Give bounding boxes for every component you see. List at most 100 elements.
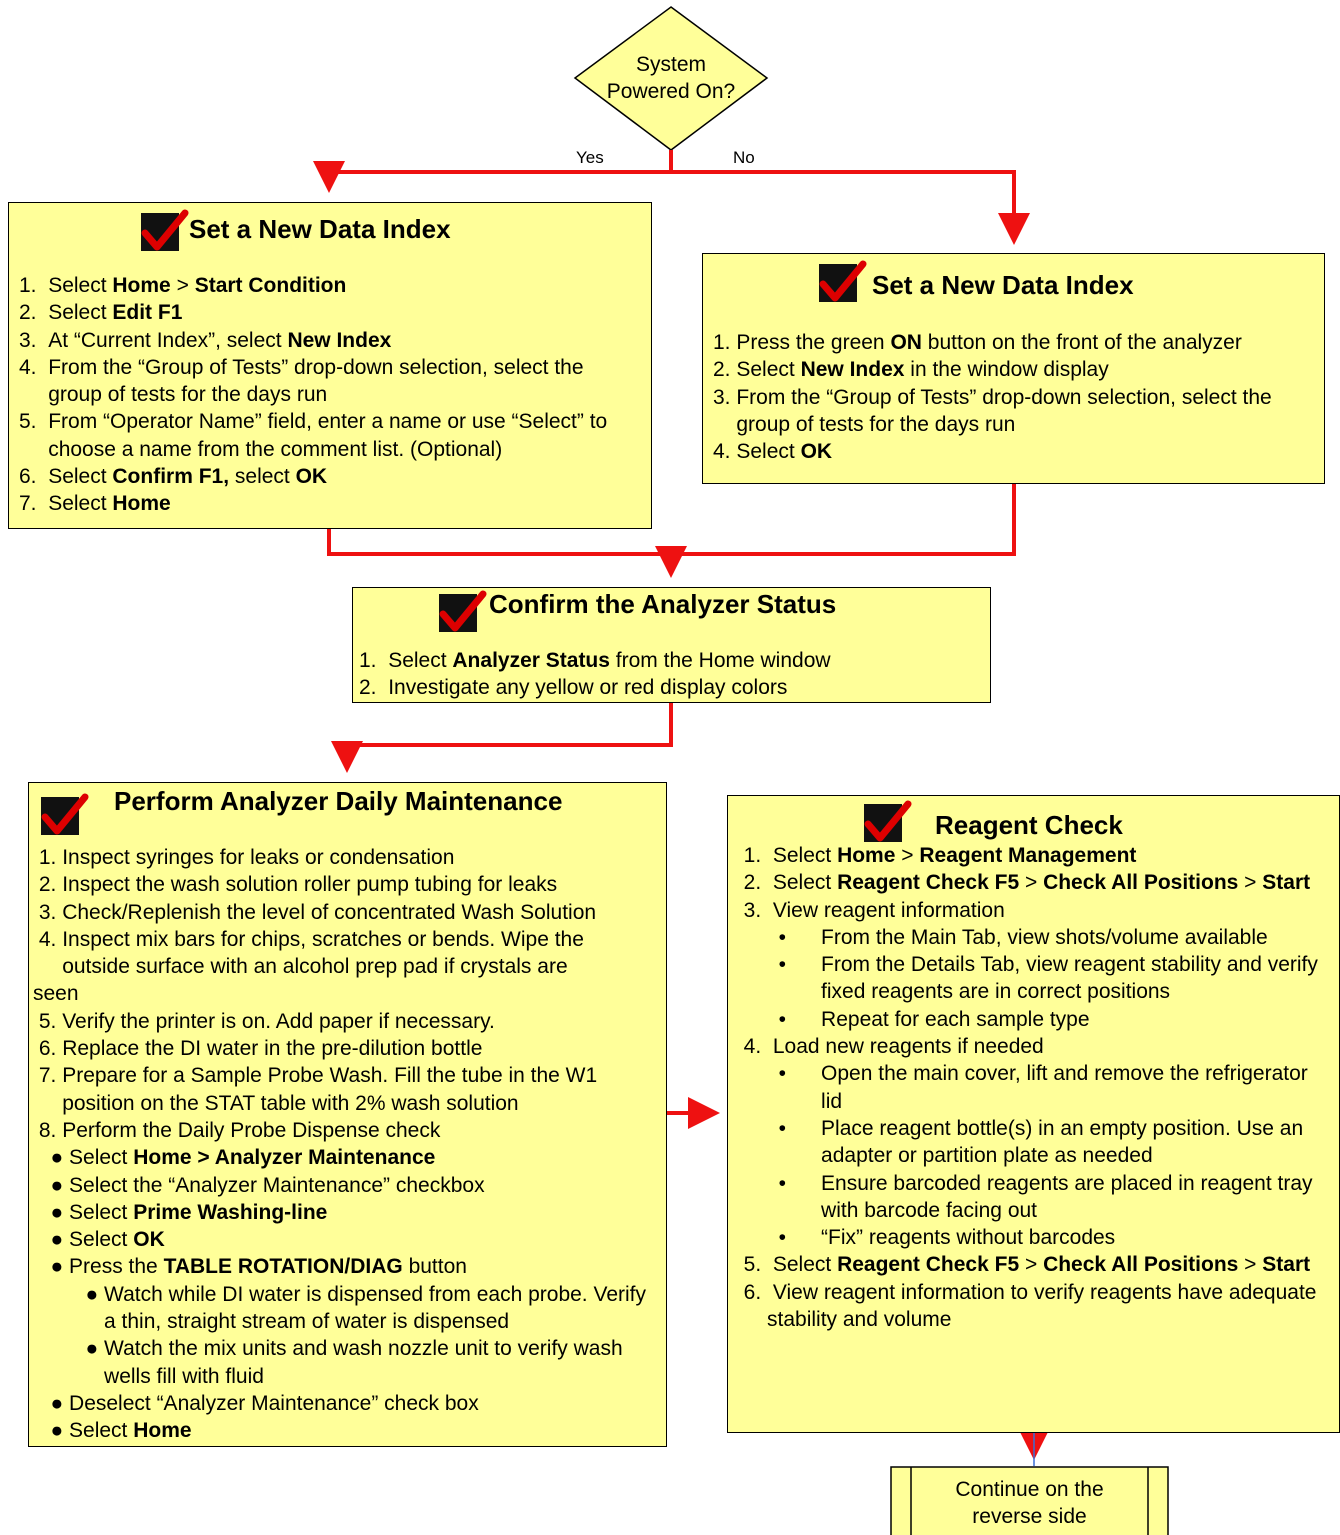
text: From the Details Tab, view reagent stabi… xyxy=(821,953,1318,1004)
step-number: 2. xyxy=(19,301,49,325)
step-item: 2. Inspect the wash solution roller pump… xyxy=(33,871,657,898)
text: Watch the mix units and wash nozzle unit… xyxy=(104,1337,623,1388)
step-item: stability and volume xyxy=(732,1306,1332,1333)
step-text: Prepare for a Sample Probe Wash. Fill th… xyxy=(62,1062,657,1117)
box-set-data-index-powered-off: Set a New Data Index 1. Press the green … xyxy=(702,253,1325,484)
text: Inspect the wash solution roller pump tu… xyxy=(62,873,558,897)
step-text: Replace the DI water in the pre-dilution… xyxy=(62,1035,657,1062)
step-item: 7. Select Home xyxy=(19,490,639,517)
bullet-icon: ● xyxy=(33,1337,105,1361)
bullet-icon: • xyxy=(732,1171,822,1195)
bullet-icon: ● xyxy=(33,1146,70,1170)
sub-step-item: • “Fix” reagents without barcodes xyxy=(732,1224,1332,1251)
step-text: Check/Replenish the level of concentrate… xyxy=(62,899,657,926)
connector-yes xyxy=(313,150,673,193)
text: Open the main cover, lift and remove the… xyxy=(821,1062,1308,1113)
step-item: 7. Prepare for a Sample Probe Wash. Fill… xyxy=(33,1062,657,1117)
step-number: 4. xyxy=(713,440,737,464)
step-text: Verify the printer is on. Add paper if n… xyxy=(62,1008,657,1035)
step-text: Watch the mix units and wash nozzle unit… xyxy=(104,1335,657,1390)
step-text: Press the TABLE ROTATION/DIAG button xyxy=(69,1253,657,1280)
sub-step-item: • Repeat for each sample type xyxy=(732,1006,1332,1033)
connector-right-to-confirm xyxy=(655,483,1016,578)
step-item: 3. At “Current Index”, select New Index xyxy=(19,327,639,354)
step-item: 6. View reagent information to verify re… xyxy=(732,1279,1332,1306)
checkmark-icon xyxy=(864,800,912,842)
step-text: Perform the Daily Probe Dispense check xyxy=(62,1117,657,1144)
text: Check/Replenish the level of concentrate… xyxy=(62,900,597,924)
step-item: 1. Select Home > Start Condition xyxy=(19,272,639,299)
text: Select xyxy=(48,465,113,489)
no-label: No xyxy=(733,148,755,167)
bold-text: Home xyxy=(837,844,896,867)
step-number: 2. xyxy=(713,358,737,382)
box-title: Confirm the Analyzer Status xyxy=(489,589,837,619)
box-set-data-index-powered-on: Set a New Data Index 1. Select Home > St… xyxy=(8,202,652,529)
text: 5. Select xyxy=(732,1253,838,1277)
text: Select xyxy=(69,1146,134,1170)
step-text: Ensure barcoded reagents are placed in r… xyxy=(821,1170,1332,1225)
step-text: 2. Select Reagent Check F5 > Check All P… xyxy=(732,871,1310,894)
step-number: 3. xyxy=(732,898,773,922)
step-text: Load new reagents if needed xyxy=(773,1033,1332,1060)
text: Select xyxy=(69,1228,134,1252)
bold-text: OK xyxy=(133,1228,165,1252)
bold-text: Reagent Management xyxy=(919,844,1137,867)
decision-label: System Powered On? xyxy=(606,53,736,103)
step-text: stability and volume xyxy=(732,1308,951,1331)
step-item: 4. Inspect mix bars for chips, scratches… xyxy=(33,926,657,981)
step-number: 8. xyxy=(33,1118,63,1142)
step-number: 1. xyxy=(359,649,389,672)
step-list: 1. Select Home > Reagent Management 2. S… xyxy=(732,842,1332,1333)
step-text: Select Home > Start Condition xyxy=(48,272,639,299)
step-number: 1. xyxy=(19,274,49,297)
step-number: 3. xyxy=(33,900,63,924)
step-text: Select Home xyxy=(48,490,639,517)
box-title: Set a New Data Index xyxy=(189,214,451,244)
step-text: 6. View reagent information to verify re… xyxy=(732,1281,1317,1304)
step-text: Select OK xyxy=(736,438,1313,465)
text: Investigate any yellow or red display co… xyxy=(388,676,788,700)
bold-text: ON xyxy=(890,331,922,354)
text: From “Operator Name” field, enter a name… xyxy=(48,410,608,461)
text: At “Current Index”, select xyxy=(48,328,288,352)
sub-step-item: ● Select OK xyxy=(33,1226,657,1253)
step-text: From “Operator Name” field, enter a name… xyxy=(48,408,639,463)
step-text: From the Details Tab, view reagent stabi… xyxy=(821,951,1332,1006)
bullet-icon: • xyxy=(732,925,822,949)
bullet-icon: ● xyxy=(33,1228,70,1252)
sub-step-item: ● Select the “Analyzer Maintenance” chec… xyxy=(33,1172,657,1199)
sub-step-item: ● Watch the mix units and wash nozzle un… xyxy=(33,1335,657,1390)
text: Inspect mix bars for chips, scratches or… xyxy=(62,927,584,979)
step-item: 1. Inspect syringes for leaks or condens… xyxy=(33,844,657,871)
step-number: 2. xyxy=(359,676,389,700)
bold-text: New Index xyxy=(800,358,905,382)
step-text: Select New Index in the window display xyxy=(736,356,1313,383)
checkmark-icon xyxy=(141,209,189,251)
step-text: Select Home > Analyzer Maintenance xyxy=(69,1144,657,1171)
text: Press the xyxy=(69,1255,164,1279)
step-item: 5. Select Reagent Check F5 > Check All P… xyxy=(732,1251,1332,1278)
text: from the Home window xyxy=(609,649,831,672)
step-text: “Fix” reagents without barcodes xyxy=(821,1224,1332,1251)
step-item: 4. From the “Group of Tests” drop-down s… xyxy=(19,354,639,409)
text: stability and volume xyxy=(732,1308,952,1332)
step-item: 3. From the “Group of Tests” drop-down s… xyxy=(713,384,1313,439)
text: Load new reagents if needed xyxy=(772,1035,1044,1059)
checkmark-icon xyxy=(819,260,867,302)
step-text: At “Current Index”, select New Index xyxy=(48,327,639,354)
checkmark-icon xyxy=(439,590,487,632)
step-number: 3. xyxy=(19,328,49,352)
step-item: 3. Check/Replenish the level of concentr… xyxy=(33,899,657,926)
step-list: 1. Select Analyzer Status from the Home … xyxy=(359,647,979,702)
yes-label: Yes xyxy=(576,148,604,167)
sub-step-item: • From the Main Tab, view shots/volume a… xyxy=(732,924,1332,951)
step-item: 2. Investigate any yellow or red display… xyxy=(359,674,979,701)
step-number: 4. xyxy=(33,927,63,951)
connector-confirm-to-maint xyxy=(331,702,673,773)
text: > xyxy=(1238,871,1263,895)
step-text: Inspect mix bars for chips, scratches or… xyxy=(62,926,657,981)
bullet-icon: • xyxy=(732,953,822,977)
bold-text: Check All Positions xyxy=(1043,871,1239,895)
